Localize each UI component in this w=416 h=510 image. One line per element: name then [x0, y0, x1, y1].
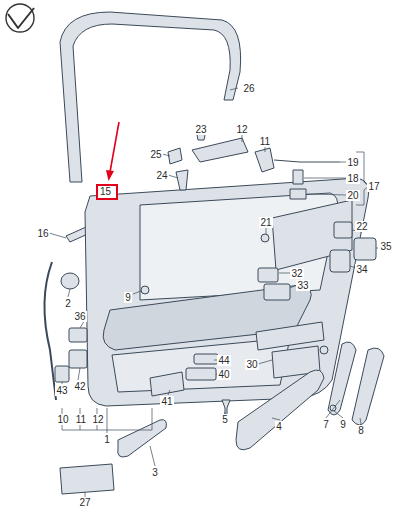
highlighted-callout: 15 — [96, 184, 118, 200]
switch-36 — [69, 328, 87, 342]
callout-number: 40 — [217, 369, 230, 380]
switch-22 — [334, 222, 352, 238]
mirror-trim — [255, 148, 274, 172]
switch-block-41 — [150, 372, 184, 396]
grab-handle — [352, 348, 384, 425]
callout-number: 26 — [242, 83, 255, 94]
callout-number: 25 — [149, 149, 162, 160]
brand-logo — [6, 4, 34, 32]
callout-number: 5 — [221, 414, 229, 425]
light-unit — [290, 189, 306, 199]
callout-number: 7 — [322, 419, 330, 430]
callout-number: 1 — [103, 434, 111, 445]
callout-number: 18 — [346, 173, 359, 184]
handle-trim — [328, 342, 356, 415]
switch-33 — [264, 284, 290, 300]
callout-number: 10 — [56, 414, 69, 425]
switch-34 — [330, 250, 350, 272]
callout-number: 32 — [290, 268, 303, 279]
callout-number: 35 — [379, 241, 392, 252]
grommet — [61, 273, 79, 289]
callout-number: 3 — [151, 467, 159, 478]
callout-number: 12 — [235, 124, 248, 135]
switch-35 — [354, 238, 376, 260]
leader-lines — [49, 88, 378, 498]
switch-43 — [55, 366, 69, 382]
part-40 — [186, 368, 216, 380]
callout-number: 41 — [160, 396, 173, 407]
sensor-bracket — [168, 148, 182, 164]
callout-number: 20 — [346, 190, 359, 201]
callout-number: 27 — [78, 497, 91, 508]
screw — [261, 234, 269, 242]
callout-number: 34 — [355, 264, 368, 275]
part-44 — [194, 354, 218, 364]
connector — [293, 170, 303, 184]
highlight-arrow — [106, 122, 119, 181]
callout-number: 12 — [91, 414, 104, 425]
callout-number: 2 — [64, 298, 72, 309]
callout-number: 9 — [339, 419, 347, 430]
clip-24 — [176, 170, 188, 190]
seal-strip — [44, 262, 56, 400]
callout-number: 42 — [73, 381, 86, 392]
callout-number: 15 — [100, 186, 114, 198]
sound-insulation — [60, 464, 114, 494]
callout-number: 23 — [194, 124, 207, 135]
pocket-trim — [118, 420, 167, 457]
callout-number: 16 — [36, 228, 49, 239]
callout-number: 43 — [55, 385, 68, 396]
callout-number: 22 — [355, 221, 368, 232]
cover-cap — [192, 138, 248, 162]
callout-number: 24 — [155, 170, 168, 181]
callout-number: 30 — [245, 359, 258, 370]
callout-number: 4 — [275, 421, 283, 432]
switch-32 — [258, 268, 278, 282]
callout-number: 11 — [75, 414, 87, 425]
button — [320, 346, 328, 354]
door-panel — [85, 178, 369, 406]
callout-number: 9 — [124, 292, 132, 303]
cable — [274, 160, 340, 162]
callout-number: 21 — [259, 217, 272, 228]
callout-number: 33 — [296, 280, 309, 291]
callout-number: 8 — [357, 425, 365, 436]
callout-number: 36 — [73, 311, 86, 322]
callout-number: 19 — [346, 157, 359, 168]
switch-panel — [256, 322, 324, 350]
callout-number: 17 — [367, 181, 380, 192]
clip-9 — [141, 286, 149, 294]
switch-42 — [69, 350, 87, 368]
callout-number: 11 — [259, 136, 271, 147]
armrest-cover — [236, 370, 324, 450]
callout-number: 44 — [217, 355, 230, 366]
